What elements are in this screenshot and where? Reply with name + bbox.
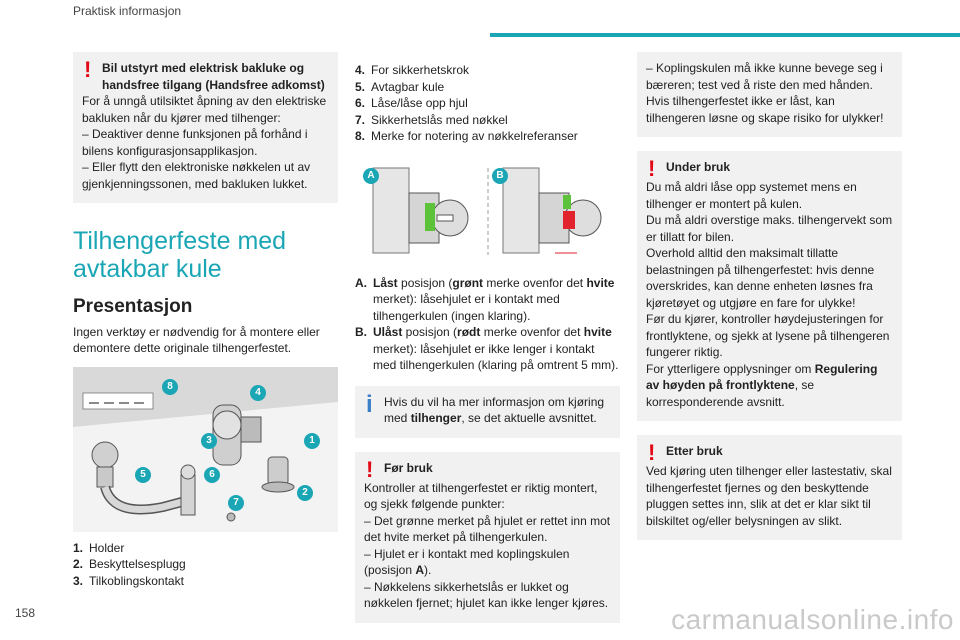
list-item: 6.Låse/låse opp hjul bbox=[355, 96, 468, 110]
watermark: carmanualsonline.info bbox=[671, 604, 954, 635]
column-3: – Koplingskulen må ikke kunne bevege seg… bbox=[637, 52, 902, 554]
lock-position-list: A. Låst posisjon (grønt merke ovenfor de… bbox=[355, 275, 620, 374]
warning-title: Bil utstyrt med elektrisk bakluke og han… bbox=[102, 61, 325, 92]
callout-3: 3 bbox=[201, 432, 217, 449]
lock-position-illustration: A B bbox=[355, 163, 620, 263]
warning-text: Kontroller at tilhengerfestet er riktig … bbox=[364, 480, 598, 512]
warning-title: Før bruk bbox=[384, 460, 433, 475]
list-item: 2.Beskyttelsesplugg bbox=[73, 557, 186, 571]
towbar-drawing bbox=[73, 366, 338, 532]
list-item: 3.Tilkoblingskontakt bbox=[73, 573, 184, 588]
section-title: Tilhengerfeste med avtakbar kule bbox=[73, 227, 287, 283]
lock-position-drawing bbox=[372, 167, 602, 255]
warning-text: – Eller flytt den elektroniske nøkkelen … bbox=[82, 160, 311, 191]
towbar-illustration: 8 4 3 1 5 6 2 7 bbox=[73, 366, 338, 532]
warning-text: Du må aldri låse opp systemet mens en ti… bbox=[646, 180, 857, 211]
callout-2: 2 bbox=[297, 484, 313, 501]
warning-text: – Det grønne merket på hjulet er rettet … bbox=[364, 513, 611, 545]
figure-label-a: A bbox=[363, 167, 379, 184]
parts-list: 1.Holder 2.Beskyttelsesplugg 3.Tilkoblin… bbox=[73, 540, 338, 590]
info-box-trailer: i Hvis du vil ha mer informasjon om kjør… bbox=[355, 385, 620, 438]
warning-icon: ! bbox=[648, 440, 656, 465]
warning-text: Overhold alltid den maksimalt tillatte b… bbox=[646, 246, 875, 310]
callout-8: 8 bbox=[162, 378, 178, 395]
warning-title: Etter bruk bbox=[666, 444, 723, 458]
warning-icon: ! bbox=[648, 156, 656, 181]
info-text: Hvis du vil ha mer informasjon om kjørin… bbox=[384, 394, 605, 426]
callout-4: 4 bbox=[250, 384, 266, 401]
callout-5: 5 bbox=[135, 466, 151, 483]
warning-text: – Koplingskulen må ikke kunne bevege seg… bbox=[646, 61, 884, 125]
callout-7: 7 bbox=[228, 494, 244, 511]
warning-box-electric-tailgate: ! Bil utstyrt med elektrisk bakluke og h… bbox=[73, 52, 338, 203]
warning-title: Under bruk bbox=[666, 160, 731, 174]
warning-text: For å unngå utilsiktet åpning av den ele… bbox=[82, 94, 327, 125]
list-item: B. Ulåst posisjon (rødt merke ovenfor de… bbox=[355, 325, 619, 372]
info-icon: i bbox=[366, 390, 373, 418]
callout-6: 6 bbox=[204, 466, 220, 483]
presentation-text: Ingen verktøy er nødvendig for å montere… bbox=[73, 324, 320, 356]
parts-list-continued: 4.For sikkerhetskrok 5.Avtagbar kule 6.L… bbox=[355, 62, 620, 145]
warning-box-continued: – Koplingskulen må ikke kunne bevege seg… bbox=[637, 52, 902, 137]
running-header: Praktisk informasjon bbox=[73, 4, 182, 18]
warning-text: Ved kjøring uten tilhenger eller lastest… bbox=[646, 464, 892, 528]
list-item: A. Låst posisjon (grønt merke ovenfor de… bbox=[355, 275, 615, 323]
subsection-title: Presentasjon bbox=[73, 296, 193, 317]
warning-box-during-use: ! Under bruk Du må aldri låse opp system… bbox=[637, 151, 902, 421]
page-number: 158 bbox=[15, 606, 36, 620]
figure-label-b: B bbox=[492, 167, 508, 184]
list-item: 1.Holder bbox=[73, 540, 125, 555]
warning-box-after-use: ! Etter bruk Ved kjøring uten tilhenger … bbox=[637, 435, 902, 540]
warning-text: – Hjulet er i kontakt med koplingskulen … bbox=[364, 546, 570, 578]
warning-icon: ! bbox=[84, 57, 92, 82]
warning-text: Før du kjører, kontroller høydejustering… bbox=[646, 312, 890, 359]
column-2: 4.For sikkerhetskrok 5.Avtagbar kule 6.L… bbox=[355, 52, 620, 637]
column-1: ! Bil utstyrt med elektrisk bakluke og h… bbox=[73, 52, 338, 589]
warning-text: Du må aldri overstige maks. tilhengervek… bbox=[646, 213, 893, 244]
warning-text: For ytterligere opplysninger om Reguleri… bbox=[646, 361, 878, 409]
warning-box-before-use: ! Før bruk Kontroller at tilhengerfestet… bbox=[355, 451, 620, 623]
warning-text: – Deaktiver denne funksjonen på forhånd … bbox=[82, 127, 308, 158]
warning-icon: ! bbox=[366, 456, 374, 482]
list-item: 8.Merke for notering av nøkkelreferanser bbox=[355, 129, 578, 143]
list-item: 4.For sikkerhetskrok bbox=[355, 63, 470, 77]
list-item: 7.Sikkerhetslås med nøkkel bbox=[355, 112, 508, 127]
warning-text: – Nøkkelens sikkerhetslås er lukket og n… bbox=[364, 579, 609, 611]
list-item: 5.Avtagbar kule bbox=[355, 79, 445, 94]
header-accent-bar bbox=[490, 33, 960, 37]
callout-1: 1 bbox=[304, 432, 320, 449]
